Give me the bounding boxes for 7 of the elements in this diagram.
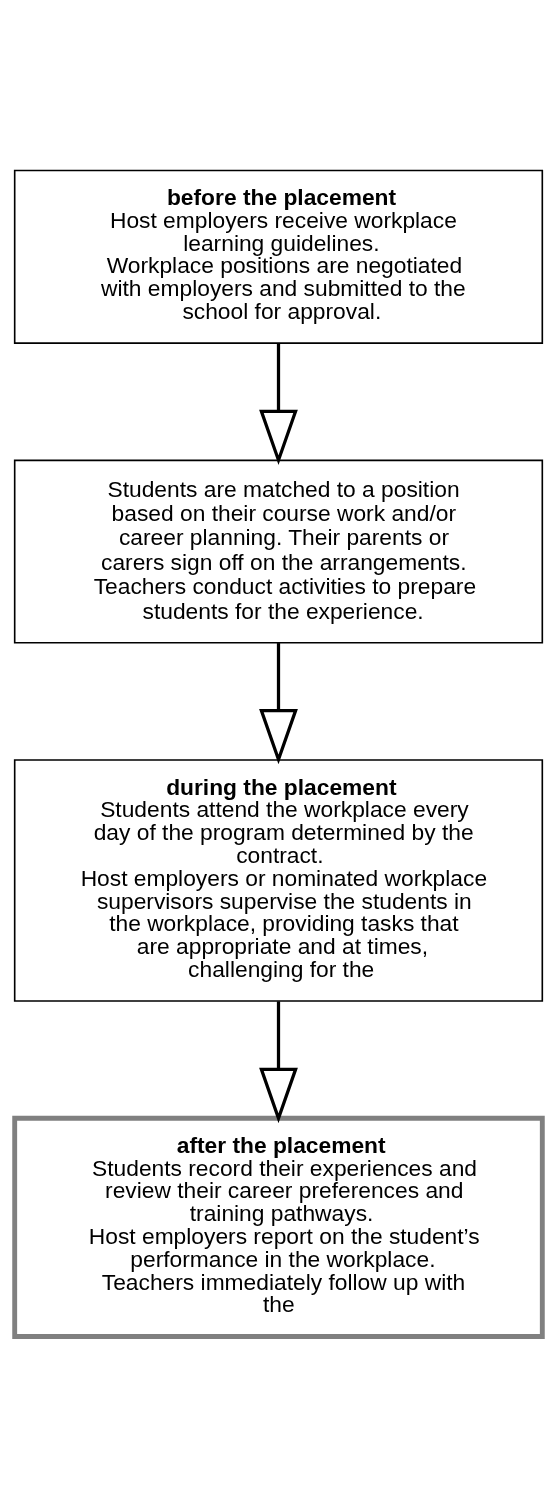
- arrow: [259, 642, 298, 764]
- node-box: before the placement Host employers receive workplace learning guidelines. Workplace positions are negotiated with employers and submitted to the school for approval.: [13, 169, 544, 344]
- arrow: [259, 1000, 298, 1123]
- node-box: during the placement Students attend the workplace every day of the program determined by the contract. Host employers or nominated workplace supervisors supervise the students in the workplace, providing tasks that are appropriate and at times, challenging for the: [13, 758, 544, 1002]
- node-box: Students are matched to a position based on their course work and/or career planning. Their parents or carers sign off on the arrangements. Teachers conduct activities to prepare students for the experience.: [13, 459, 544, 644]
- node-box: after the placement Students record their experiences and review their career preferences and training pathways. Host employers report on the student’s performance in the workplace. Teachers immediately follow up with the: [12, 1115, 545, 1339]
- arrow: [259, 343, 298, 465]
